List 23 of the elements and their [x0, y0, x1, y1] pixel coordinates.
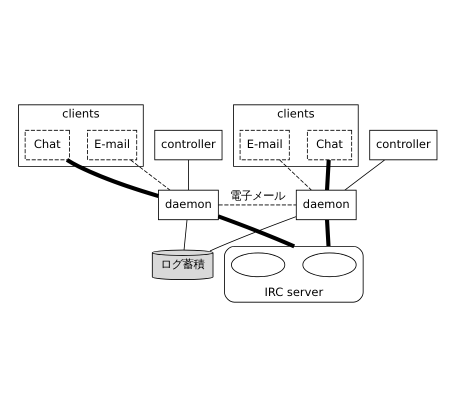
- connector: [344, 160, 386, 191]
- node-box: controller: [369, 130, 438, 160]
- connector: [324, 160, 331, 190]
- cluster: IRC server: [224, 246, 364, 303]
- connector: [218, 214, 296, 248]
- connector: [130, 160, 170, 191]
- node-box: E-mail: [240, 130, 290, 160]
- connector: [184, 219, 188, 250]
- edge-label: 電子メール: [230, 188, 285, 202]
- node-box: Chat: [24, 130, 70, 160]
- connector: [218, 204, 296, 206]
- connector: [210, 216, 297, 252]
- node-box: daemon: [158, 190, 219, 220]
- connector: [188, 160, 189, 191]
- connector: [279, 160, 312, 191]
- node-box: E-mail: [87, 130, 138, 160]
- node-box: Chat: [306, 130, 352, 160]
- node-ellipse: [231, 252, 286, 278]
- connector: [66, 158, 160, 198]
- node-box: daemon: [296, 190, 357, 220]
- node-box: controller: [154, 130, 222, 160]
- node-ellipse: [302, 252, 357, 278]
- connector: [324, 220, 331, 246]
